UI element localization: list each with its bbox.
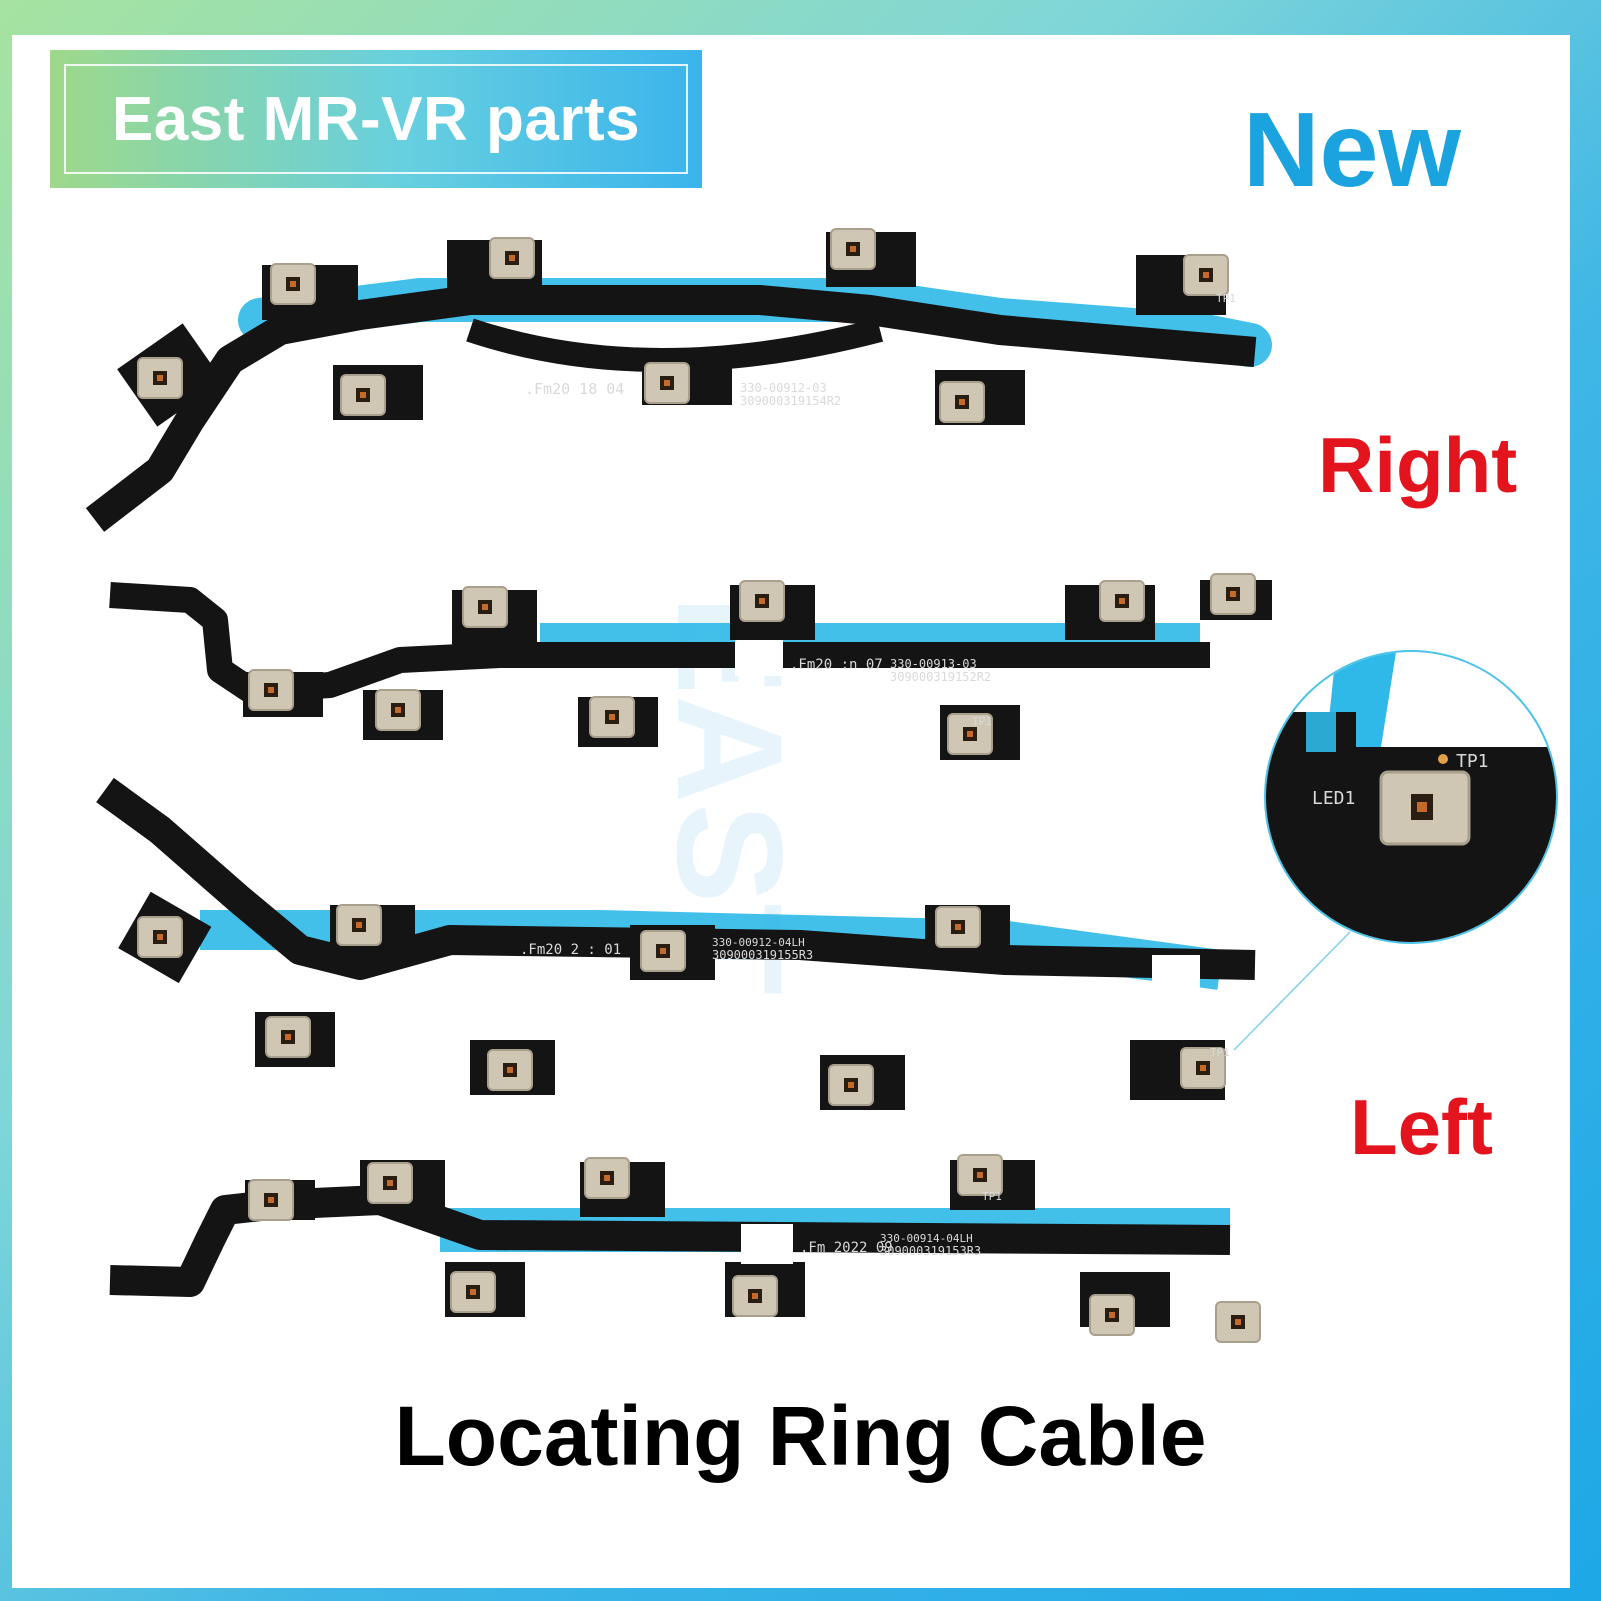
product-title: Locating Ring Cable [394, 1389, 1207, 1483]
svg-text:309000319154R2: 309000319154R2 [740, 394, 841, 408]
svg-text:TP1: TP1 [1216, 292, 1236, 305]
svg-text:330-00914-04LH: 330-00914-04LH [880, 1232, 973, 1245]
zoom-leader-line [1233, 931, 1351, 1051]
cable-right-1: .Fm20 18 04 330-00912-03 309000319154R2 … [85, 228, 1272, 532]
condition-label: New [1243, 91, 1461, 209]
svg-text:309000319153R3: 309000319153R3 [880, 1244, 981, 1258]
svg-text:TP1: TP1 [972, 715, 992, 728]
svg-text:330-00913-03: 330-00913-03 [890, 657, 977, 671]
svg-text:330-00912-03: 330-00912-03 [740, 381, 827, 395]
zoom-detail: TP1 LED1 [1264, 650, 1558, 944]
svg-text:330-00912-04LH: 330-00912-04LH [712, 936, 805, 949]
brand-border: East MR-VR parts [64, 64, 688, 174]
svg-text:.Fm20 18 04: .Fm20 18 04 [525, 380, 624, 398]
svg-text:.Fm20 :n 07: .Fm20 :n 07 [790, 657, 883, 673]
svg-text:.Fm 2022 09: .Fm 2022 09 [800, 1240, 893, 1256]
left-side-label: Left [1350, 1083, 1493, 1171]
cable-left-1: .Fm20 2 : 01 330-00912-04LH 309000319155… [96, 777, 1256, 1110]
brand-banner: East MR-VR parts [50, 50, 702, 188]
cable-left-2: .Fm 2022 09 330-00914-04LH 309000319153R… [109, 1154, 1261, 1343]
brand-title: East MR-VR parts [111, 84, 641, 154]
right-side-label: Right [1318, 421, 1518, 509]
svg-text:.Fm20 2 : 01: .Fm20 2 : 01 [520, 942, 621, 958]
cable-right-2: .Fm20 :n 07 330-00913-03 309000319152R2 … [109, 573, 1272, 760]
svg-text:309000319152R2: 309000319152R2 [890, 670, 991, 684]
svg-text:TP1: TP1 [982, 1190, 1002, 1203]
zoom-tp-label: TP1 [1456, 751, 1489, 772]
svg-text:309000319155R3: 309000319155R3 [712, 948, 813, 962]
zoom-led-label: LED1 [1312, 788, 1355, 809]
svg-text:TP1: TP1 [1210, 1046, 1230, 1059]
